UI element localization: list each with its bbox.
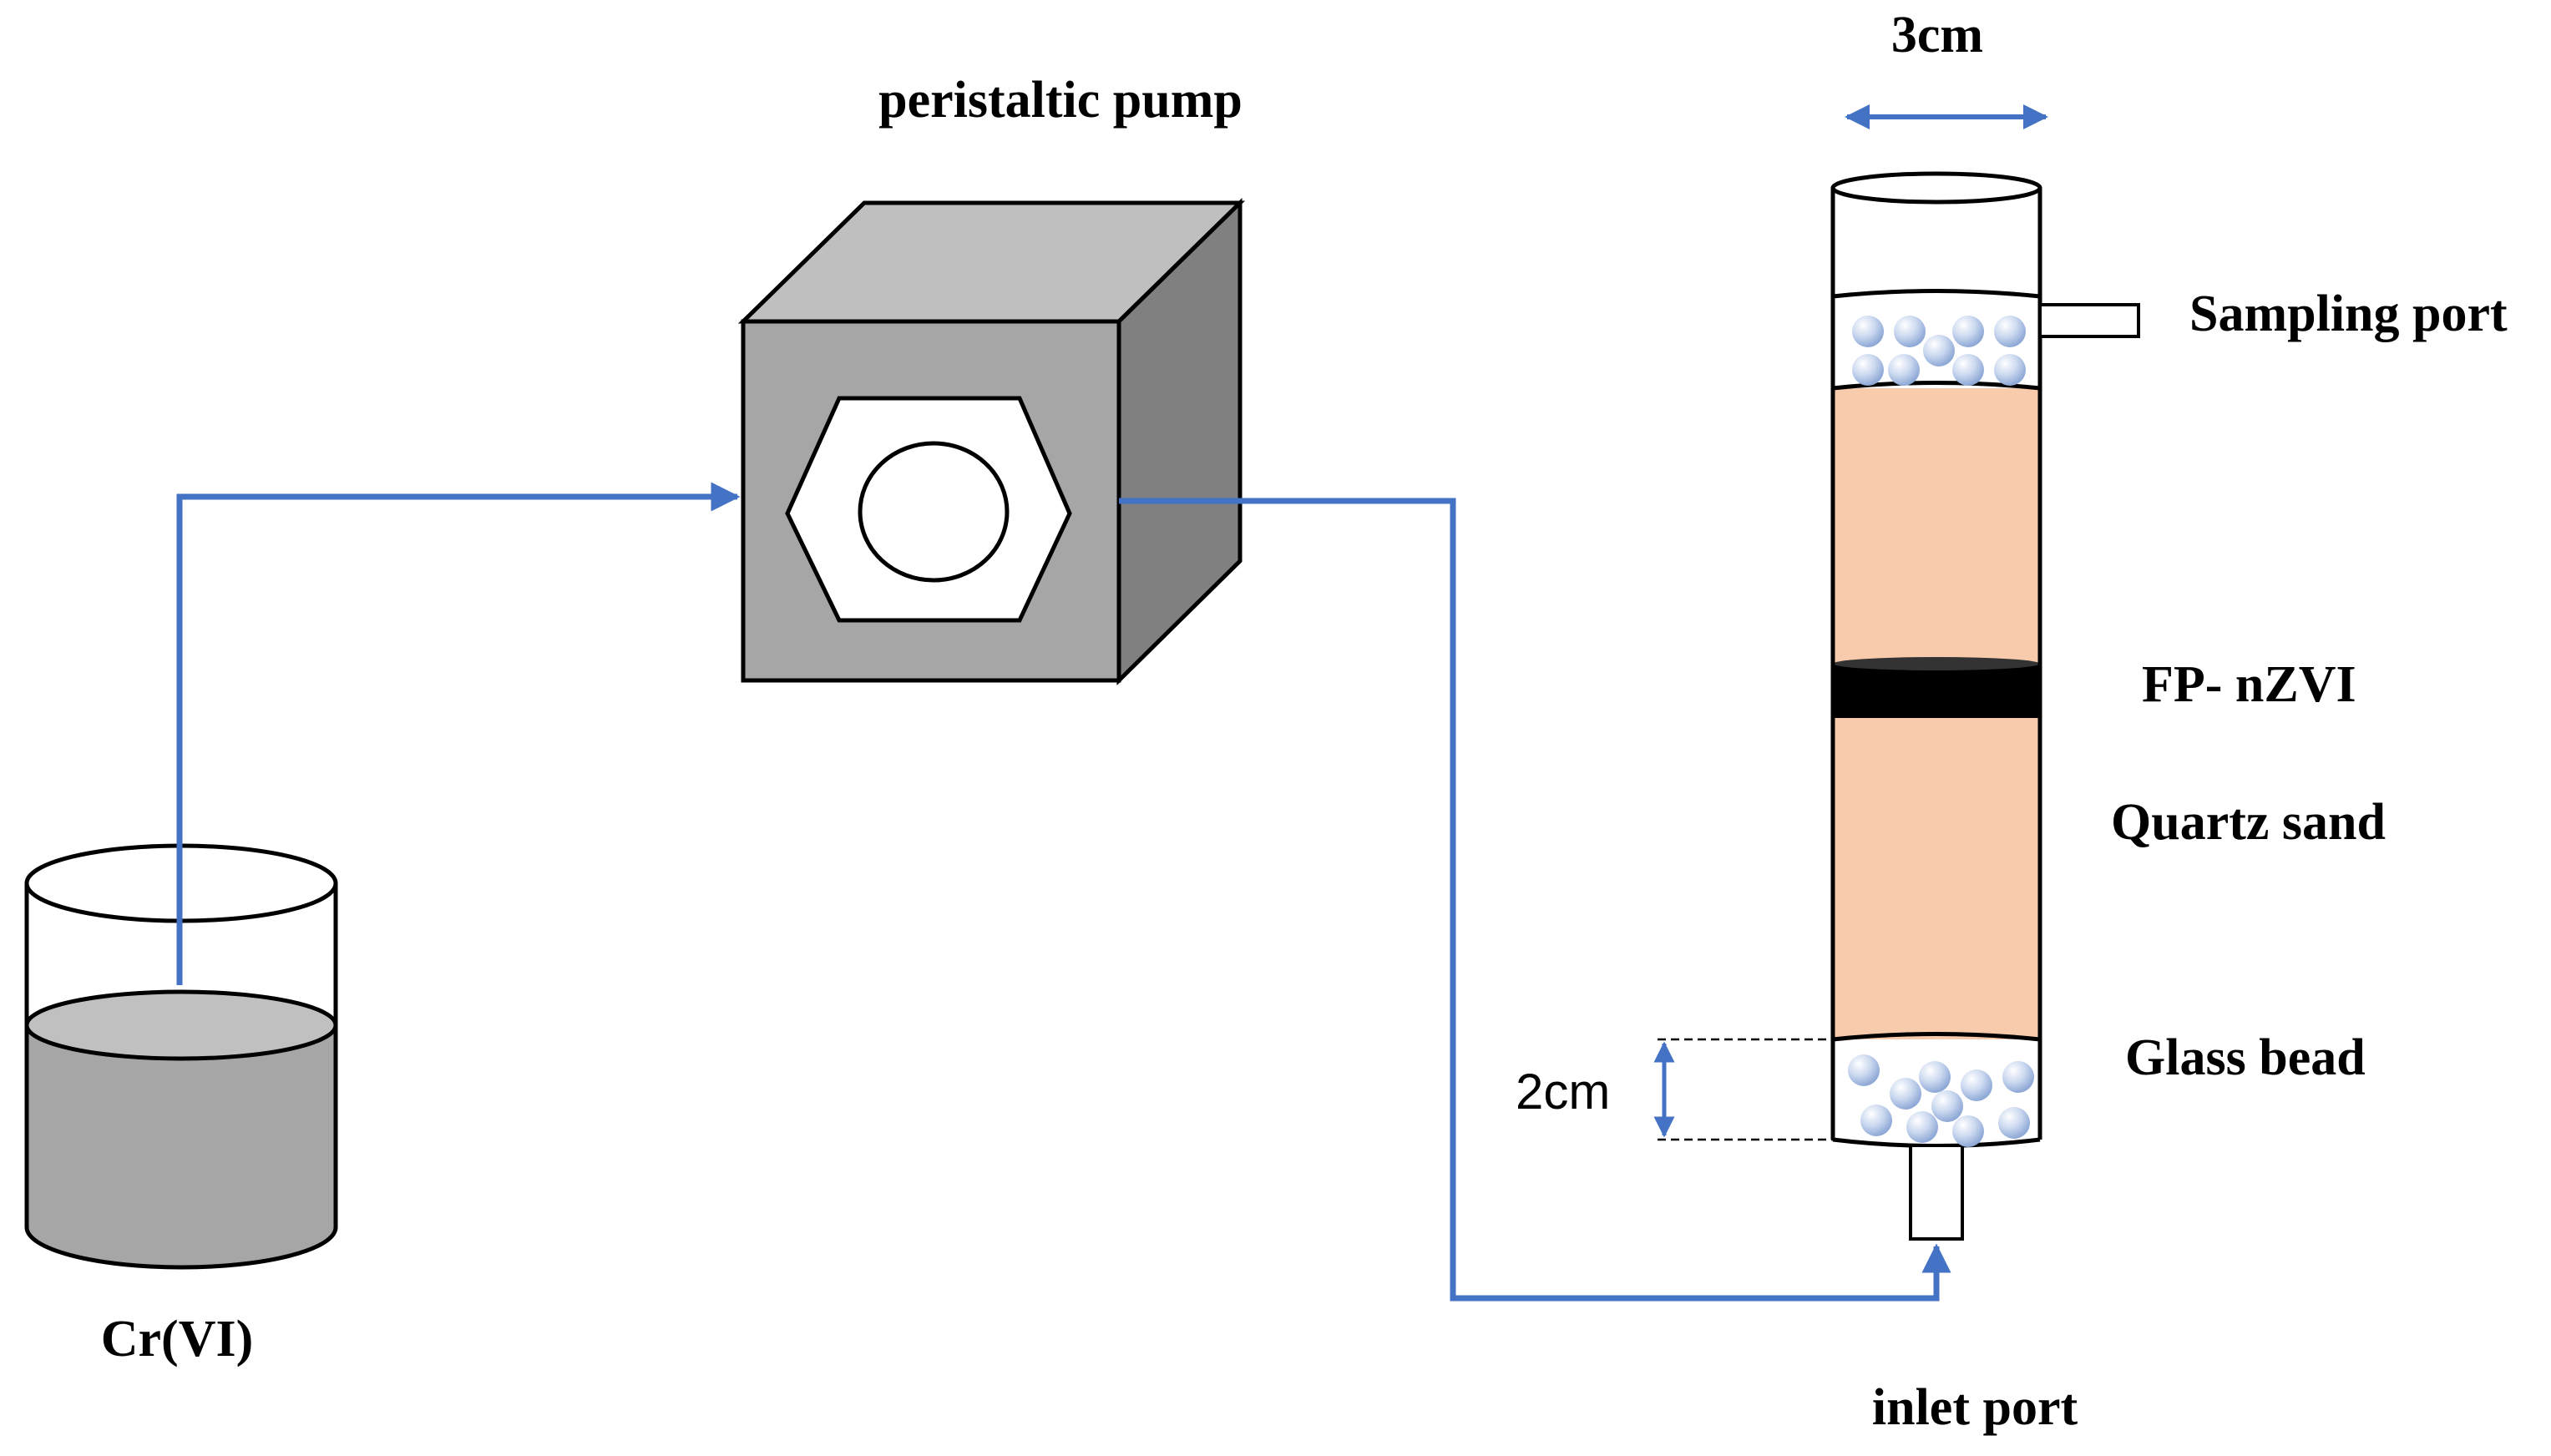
column	[1830, 171, 2140, 1241]
bottom-glass-beads	[1848, 1054, 2034, 1147]
column-width-label: 3cm	[1891, 7, 1983, 63]
inlet-port-label: inlet port	[1872, 1379, 2078, 1436]
beaker	[24, 843, 338, 1270]
tube-beaker-to-pump	[176, 482, 741, 985]
quartz-sand-upper	[1833, 388, 2040, 664]
beaker-liquid-surface	[24, 989, 338, 1061]
fp-nzvi-label: FP- nZVI	[2142, 656, 2356, 713]
bead-height-label: 2cm	[1516, 1064, 1610, 1120]
column-top-rim	[1830, 171, 2042, 205]
beaker-liquid	[24, 1023, 338, 1270]
tube-pump-to-column	[1119, 498, 1951, 1302]
quartz-sand-label: Quartz sand	[2111, 794, 2386, 851]
inlet-port-tube	[1909, 1144, 1964, 1241]
glass-bead-label: Glass bead	[2125, 1029, 2366, 1086]
pump-label: peristaltic pump	[878, 72, 1243, 129]
pump-rotor	[858, 441, 1010, 583]
solution-label: Cr(VI)	[101, 1311, 254, 1368]
sampling-port-tube	[2038, 303, 2140, 338]
fp-nzvi-layer	[1833, 664, 2040, 718]
top-glass-beads	[1852, 316, 2026, 386]
quartz-sand-lower	[1833, 718, 2040, 1039]
peristaltic-pump	[737, 198, 1246, 685]
sampling-port-label: Sampling port	[2189, 286, 2508, 342]
tubing	[176, 482, 1951, 1302]
